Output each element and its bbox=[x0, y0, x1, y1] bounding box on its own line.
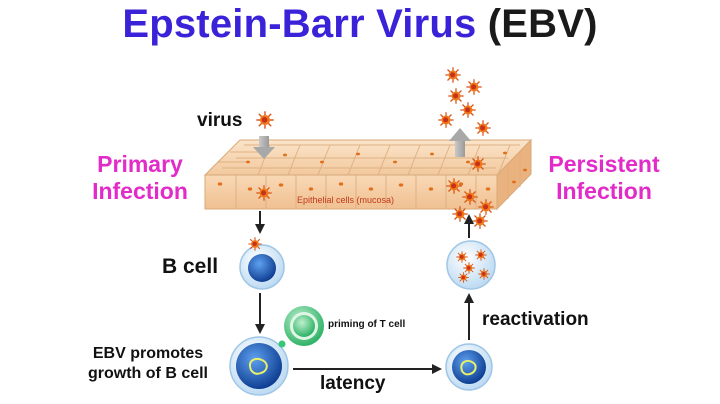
proliferating-b-cell bbox=[229, 336, 289, 396]
virus-label: virus bbox=[197, 110, 243, 131]
persistent-infection-line1: Persistent bbox=[548, 151, 660, 177]
ebv-growth-line2: growth of B cell bbox=[88, 365, 208, 382]
persistent-infection-line2: Infection bbox=[556, 178, 652, 204]
flow-arrows bbox=[255, 211, 474, 374]
latency-label: latency bbox=[320, 373, 386, 394]
ebv-growth-line1: EBV promotes bbox=[92, 345, 204, 362]
b-cell bbox=[239, 237, 285, 290]
persistent-infection-label: Persistent Infection bbox=[531, 151, 677, 205]
page-title: Epstein-Barr Virus (EBV) bbox=[0, 2, 720, 47]
reactivation-label: reactivation bbox=[482, 309, 589, 330]
reactivated-b-cell bbox=[446, 240, 496, 290]
virus-entry-arrow bbox=[253, 136, 275, 159]
virus-release-arrow bbox=[449, 128, 471, 157]
latent-b-cell bbox=[445, 343, 493, 391]
t-cell bbox=[278, 306, 324, 348]
t-cell-priming-label: priming of T cell bbox=[328, 319, 406, 330]
title-main: Epstein-Barr Virus bbox=[122, 2, 477, 46]
title-abbrev: (EBV) bbox=[487, 2, 598, 46]
primary-infection-line1: Primary bbox=[97, 151, 183, 177]
ebv-growth-label: EBV promotes growth of B cell bbox=[68, 344, 228, 384]
primary-infection-label: Primary Infection bbox=[72, 151, 208, 205]
epithelial-label: Epithelial cells (mucosa) bbox=[297, 195, 395, 205]
primary-infection-line2: Infection bbox=[92, 178, 188, 204]
epithelial-tissue bbox=[203, 138, 533, 211]
b-cell-label: B cell bbox=[162, 255, 219, 278]
